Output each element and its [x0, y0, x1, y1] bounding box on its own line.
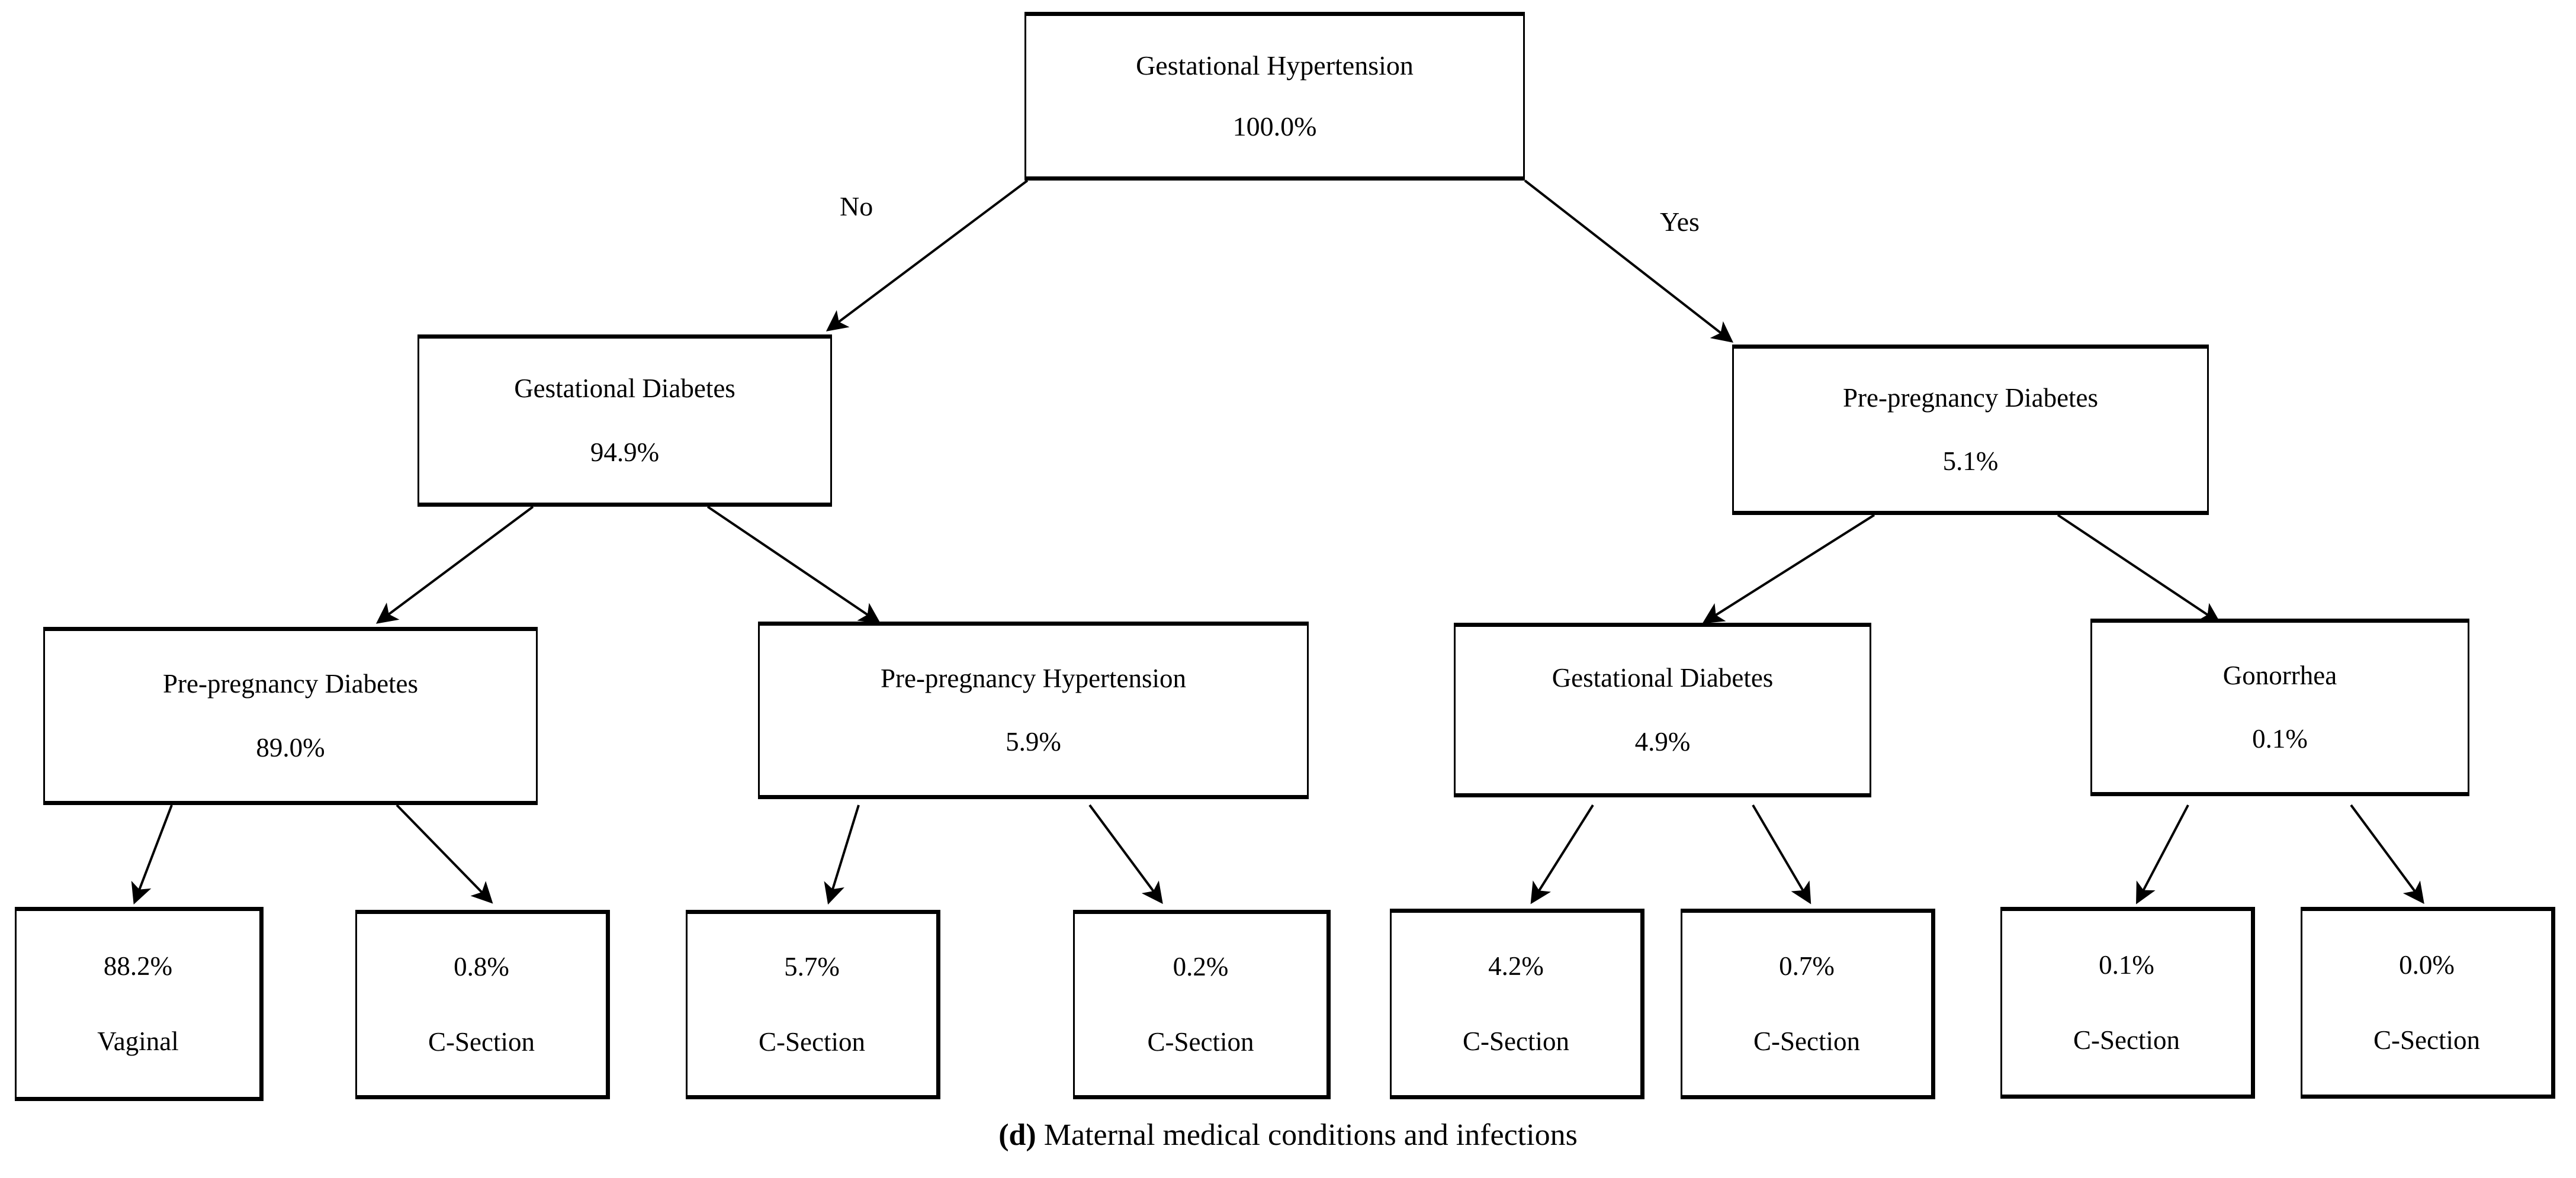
edge-n1-n4: [706, 506, 881, 624]
tree-node-prepregnancy-hypertension-l2[interactable]: Pre-pregnancy Hypertension 5.9%: [758, 622, 1309, 799]
node-percent: 0.1%: [2252, 724, 2308, 754]
edge-n6-l8: [2350, 804, 2424, 905]
node-label: Pre-pregnancy Diabetes: [162, 669, 419, 699]
edge-n4-l3: [824, 804, 860, 905]
leaf-percent: 5.7%: [784, 951, 840, 981]
tree-node-gonorrhea-l2[interactable]: Gonorrhea 0.1%: [2090, 619, 2469, 796]
leaf-mode: C-Section: [2373, 1025, 2480, 1055]
edge-n3-l2: [396, 804, 493, 904]
edge-n3-l1: [131, 804, 173, 905]
edge-label-no: No: [840, 191, 873, 221]
figure-caption-text: Maternal medical conditions and infectio…: [1036, 1118, 1578, 1152]
tree-leaf-csection-07[interactable]: 0.7% C-Section: [1681, 909, 1935, 1099]
node-percent: 94.9%: [590, 437, 660, 467]
leaf-mode: C-Section: [2073, 1025, 2180, 1055]
edge-n4-l4: [1088, 804, 1163, 905]
node-label: Gestational Diabetes: [1552, 663, 1774, 693]
leaf-percent: 0.8%: [454, 951, 509, 981]
node-label: Gonorrhea: [2222, 660, 2337, 690]
node-label: Pre-pregnancy Diabetes: [1842, 382, 2099, 413]
edge-n2-n5: [1702, 514, 1875, 624]
leaf-mode: C-Section: [1463, 1026, 1569, 1056]
edge-n2-n6: [2057, 514, 2221, 624]
leaf-percent: 4.2%: [1488, 951, 1544, 981]
edge-label-yes: Yes: [1660, 207, 1700, 237]
tree-leaf-csection-02[interactable]: 0.2% C-Section: [1073, 910, 1331, 1099]
node-percent: 4.9%: [1634, 726, 1691, 757]
leaf-percent: 0.7%: [1779, 951, 1835, 981]
tree-node-gestational-diabetes-l2[interactable]: Gestational Diabetes 4.9%: [1454, 623, 1871, 797]
leaf-percent: 0.0%: [2399, 950, 2455, 980]
leaf-mode: C-Section: [1753, 1026, 1860, 1056]
figure-caption: (d) Maternal medical conditions and infe…: [0, 1118, 2576, 1153]
edge-root-yes: [1524, 179, 1734, 343]
tree-node-gestational-diabetes-l1[interactable]: Gestational Diabetes 94.9%: [417, 334, 832, 507]
tree-node-root[interactable]: Gestational Hypertension 100.0%: [1024, 12, 1525, 181]
tree-node-prepregnancy-diabetes-l2[interactable]: Pre-pregnancy Diabetes 89.0%: [43, 627, 538, 805]
edge-n6-l7: [2136, 804, 2189, 905]
leaf-mode: C-Section: [1147, 1027, 1254, 1057]
tree-node-prepregnancy-diabetes-l1[interactable]: Pre-pregnancy Diabetes 5.1%: [1732, 345, 2209, 515]
edge-n5-l6: [1752, 804, 1811, 905]
tree-leaf-csection-08[interactable]: 0.8% C-Section: [355, 910, 610, 1099]
node-label: Gestational Hypertension: [1136, 50, 1414, 81]
node-label: Pre-pregnancy Hypertension: [880, 663, 1187, 693]
node-percent: 89.0%: [256, 732, 325, 762]
leaf-percent: 0.1%: [2099, 950, 2154, 980]
leaf-percent: 88.2%: [103, 951, 173, 981]
tree-leaf-csection-57[interactable]: 5.7% C-Section: [686, 910, 940, 1099]
leaf-mode: C-Section: [759, 1027, 865, 1057]
node-percent: 5.9%: [1006, 727, 1061, 757]
node-percent: 5.1%: [1942, 446, 1999, 476]
leaf-mode: C-Section: [428, 1027, 535, 1057]
tree-leaf-csection-42[interactable]: 4.2% C-Section: [1390, 909, 1644, 1099]
leaf-mode: Vaginal: [97, 1026, 179, 1056]
node-percent: 100.0%: [1232, 111, 1317, 141]
edge-n1-n3: [375, 506, 534, 624]
figure-caption-prefix: (d): [998, 1118, 1036, 1152]
leaf-percent: 0.2%: [1173, 951, 1229, 981]
tree-leaf-csection-01[interactable]: 0.1% C-Section: [2000, 907, 2255, 1099]
node-label: Gestational Diabetes: [514, 374, 735, 403]
tree-leaf-vaginal-88[interactable]: 88.2% Vaginal: [15, 907, 264, 1101]
edge-n5-l5: [1530, 804, 1594, 905]
tree-leaf-csection-00[interactable]: 0.0% C-Section: [2301, 907, 2555, 1099]
